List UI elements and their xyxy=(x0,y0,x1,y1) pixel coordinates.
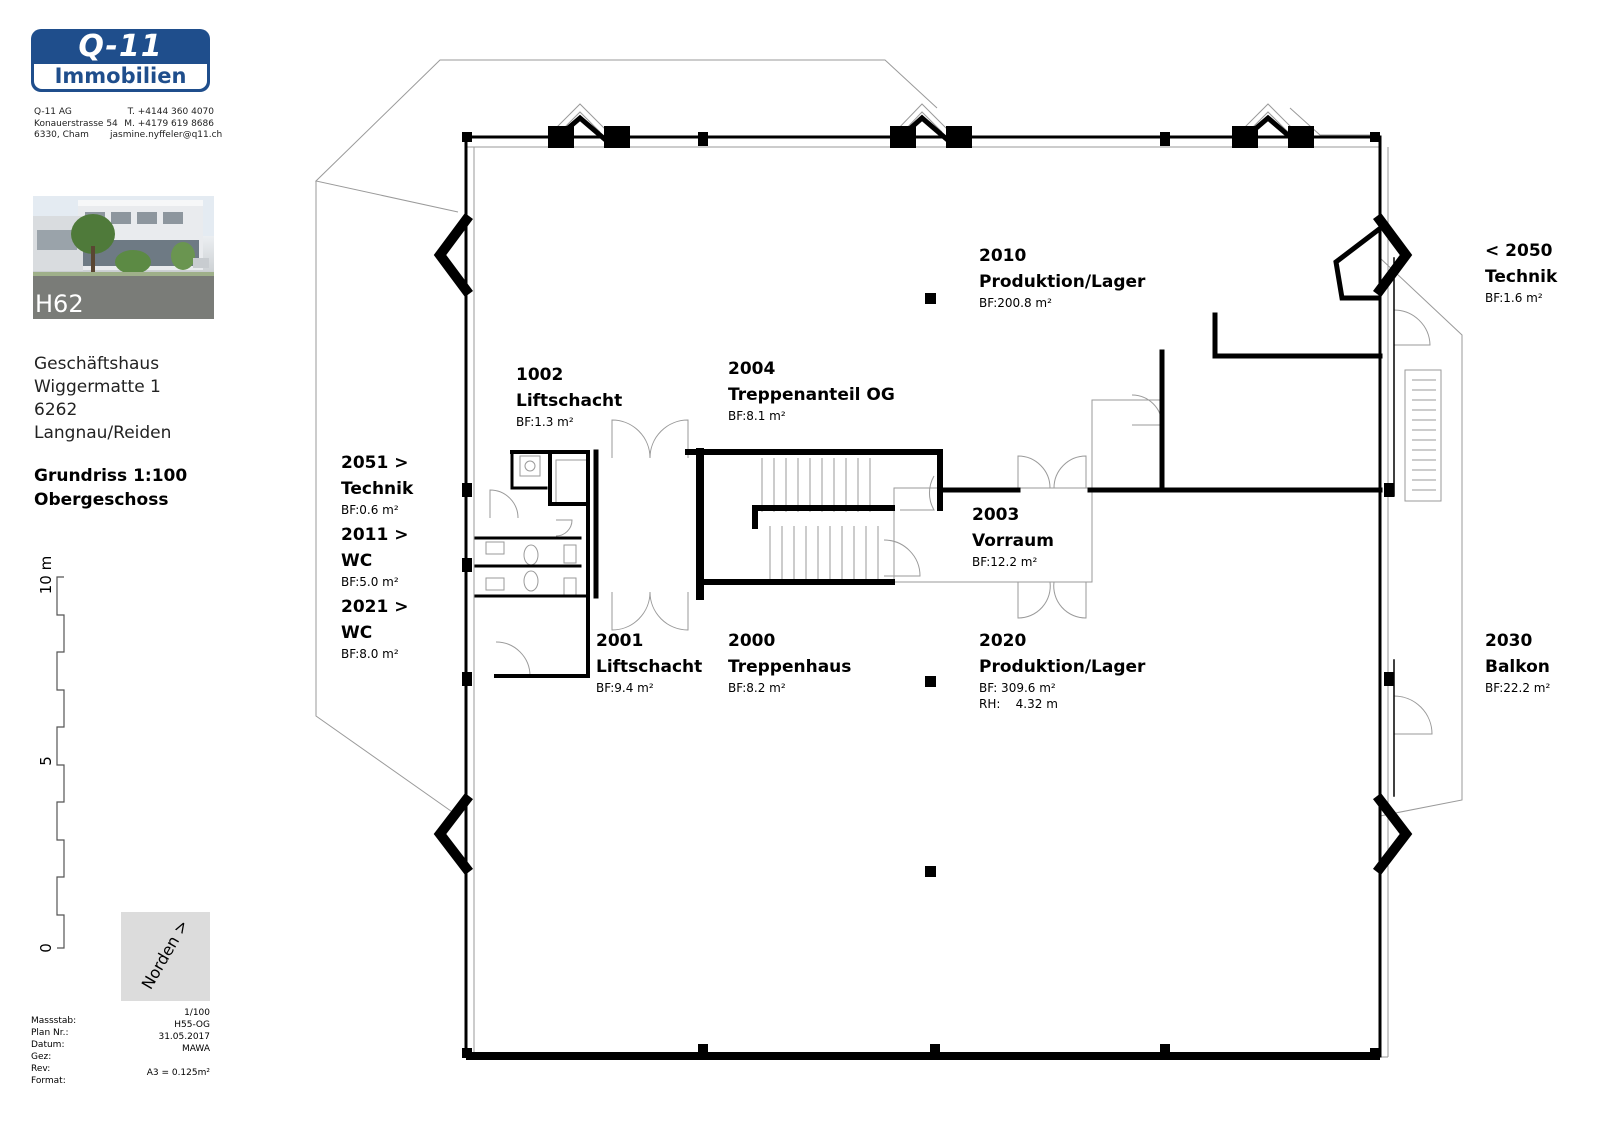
room-name: Liftschacht xyxy=(516,391,623,411)
company-contact: T. +4144 360 4070 M. +4179 619 8686 jasm… xyxy=(110,107,223,142)
address-line-2: Wiggermatte 1 xyxy=(34,377,161,397)
room-number: 2010 xyxy=(979,246,1027,266)
room-area: BF:8.0 m² xyxy=(341,647,399,661)
room-number: 2020 xyxy=(979,631,1027,651)
meta-key: Rev: xyxy=(31,1064,51,1074)
room-2050: < 2050 Technik BF:1.6 m² xyxy=(1485,238,1557,306)
north-indicator: Norden > xyxy=(121,912,210,1001)
room-area: BF:8.2 m² xyxy=(728,681,786,695)
room-area: BF:200.8 m² xyxy=(979,296,1052,310)
room-name: Technik xyxy=(1485,267,1558,287)
north-label: Norden > xyxy=(137,916,193,993)
room-number: 2004 xyxy=(728,359,776,379)
room-number: 2021 > xyxy=(341,597,409,617)
meta-key: Format: xyxy=(31,1076,66,1086)
meta-key: Plan Nr.: xyxy=(31,1028,69,1038)
room-2004: 2004 Treppenanteil OG BF:8.1 m² xyxy=(728,356,895,424)
room-name: WC xyxy=(341,623,373,643)
room-2010: 2010 Produktion/Lager BF:200.8 m² xyxy=(979,243,1145,311)
room-area: BF:5.0 m² xyxy=(341,575,399,589)
company-logo: Q-11 Immobilien xyxy=(31,29,210,92)
meta-row: Format: A3 = 0.125m² xyxy=(31,1068,210,1086)
scale-label-10m: 10 m xyxy=(37,555,55,595)
scale-label-0: 0 xyxy=(37,943,55,953)
room-area: BF:1.6 m² xyxy=(1485,291,1543,305)
room-number: 1002 xyxy=(516,365,564,385)
room-height: RH: 4.32 m xyxy=(979,697,1058,711)
address-line-4: Langnau/Reiden xyxy=(34,423,172,443)
meta-row: Datum: 31.05.2017 xyxy=(31,1032,210,1050)
room-number: 2011 > xyxy=(341,525,409,545)
room-area: BF:1.3 m² xyxy=(516,415,574,429)
company-name: Q-11 AG xyxy=(34,107,72,117)
plan-title: Grundriss 1:100 Obergeschoss xyxy=(34,464,187,512)
meta-value: MAWA xyxy=(182,1044,210,1054)
room-name: Vorraum xyxy=(972,531,1054,551)
room-2020: 2020 Produktion/Lager BF: 309.6 m² RH: 4… xyxy=(979,628,1145,712)
room-number: 2051 > xyxy=(341,453,409,473)
meta-key: Massstab: xyxy=(31,1016,77,1026)
room-2000: 2000 Treppenhaus BF:8.2 m² xyxy=(728,628,851,696)
room-name: Technik xyxy=(341,479,414,499)
logo-subtitle: Immobilien xyxy=(34,64,207,89)
room-name: Treppenanteil OG xyxy=(728,385,895,405)
meta-row: Plan Nr.: H55-OG xyxy=(31,1020,210,1038)
meta-row: Gez: MAWA xyxy=(31,1044,210,1062)
room-number: 2000 xyxy=(728,631,776,651)
room-area: BF: 309.6 m² xyxy=(979,681,1056,695)
meta-value: 31.05.2017 xyxy=(158,1032,210,1042)
building-photo-illustration xyxy=(33,196,214,319)
room-2021: 2021 > WC BF:8.0 m² xyxy=(341,594,408,662)
building-photo: H62 xyxy=(33,196,214,319)
scale-bar xyxy=(56,576,65,949)
room-2051: 2051 > Technik BF:0.6 m² xyxy=(341,450,413,518)
room-number: 2003 xyxy=(972,505,1020,525)
room-area: BF:22.2 m² xyxy=(1485,681,1551,695)
room-number: 2030 xyxy=(1485,631,1533,651)
room-name: Treppenhaus xyxy=(728,657,852,677)
outline-top-left xyxy=(314,59,938,213)
room-area: BF:9.4 m² xyxy=(596,681,654,695)
meta-value: 1/100 xyxy=(184,1008,210,1018)
room-name: Produktion/Lager xyxy=(979,272,1146,292)
room-area: BF:0.6 m² xyxy=(341,503,399,517)
company-city: 6330, Cham xyxy=(34,130,89,140)
company-phone: T. +4144 360 4070 xyxy=(127,107,214,117)
address-line-1: Geschäftshaus xyxy=(34,354,160,374)
room-name: Balkon xyxy=(1485,657,1550,677)
plan-title-scale: Grundriss 1:100 xyxy=(34,466,188,486)
company-email: jasmine.nyffeler@q11.ch xyxy=(110,130,223,140)
room-2003: 2003 Vorraum BF:12.2 m² xyxy=(972,502,1054,570)
room-number: 2001 xyxy=(596,631,644,651)
room-area: BF:8.1 m² xyxy=(728,409,786,423)
meta-value: H55-OG xyxy=(174,1020,210,1030)
room-number: < 2050 xyxy=(1485,241,1553,261)
company-mobile: M. +4179 619 8686 xyxy=(124,118,214,129)
company-street: Konauerstrasse 54 xyxy=(34,118,118,129)
room-2001: 2001 Liftschacht BF:9.4 m² xyxy=(596,628,702,696)
room-name: WC xyxy=(341,551,373,571)
logo-wordmark: Q-11 xyxy=(78,29,163,64)
meta-key: Gez: xyxy=(31,1052,52,1062)
room-area: BF:12.2 m² xyxy=(972,555,1038,569)
company-address: Q-11 AG Konauerstrasse 54 6330, Cham xyxy=(34,107,118,142)
room-name: Produktion/Lager xyxy=(979,657,1146,677)
building-code: H62 xyxy=(35,290,84,318)
plan-title-floor: Obergeschoss xyxy=(34,490,169,510)
meta-value: A3 = 0.125m² xyxy=(146,1068,210,1078)
scale-label-5: 5 xyxy=(37,756,55,766)
room-1002: 1002 Liftschacht BF:1.3 m² xyxy=(516,362,622,430)
meta-key: Datum: xyxy=(31,1040,65,1050)
meta-row: Massstab: 1/100 xyxy=(31,1008,210,1026)
building-address: Geschäftshaus Wiggermatte 1 6262 Langnau… xyxy=(34,353,171,445)
plan-metadata: Massstab: 1/100 Plan Nr.: H55-OG Datum: 31.… xyxy=(31,1008,210,1086)
room-name: Liftschacht xyxy=(596,657,703,677)
meta-row: Rev: xyxy=(31,1056,210,1074)
address-line-3: 6262 xyxy=(34,400,78,420)
room-2030: 2030 Balkon BF:22.2 m² xyxy=(1485,628,1550,696)
room-2011: 2011 > WC BF:5.0 m² xyxy=(341,522,408,590)
